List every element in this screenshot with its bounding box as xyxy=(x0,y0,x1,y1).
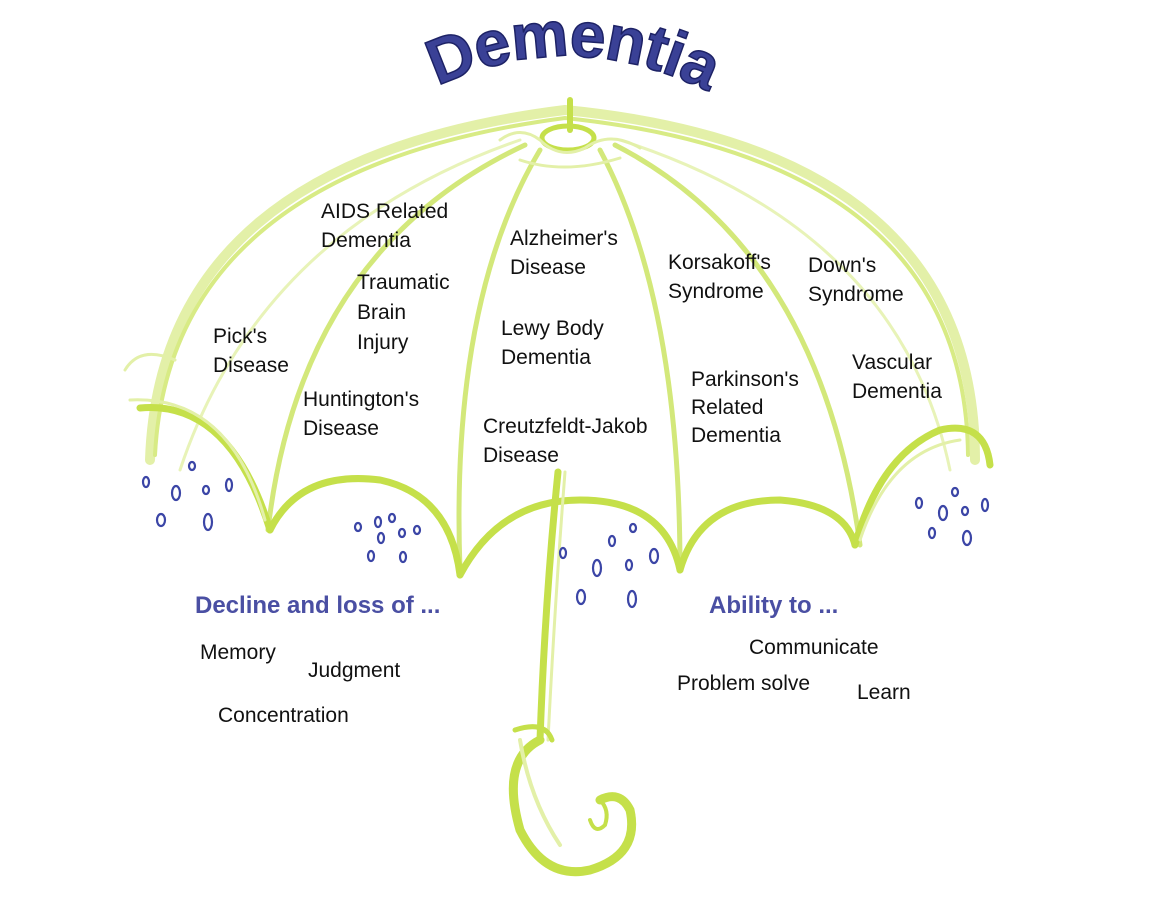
type-line: Traumatic xyxy=(357,271,450,294)
ability-item-communicate: Communicate xyxy=(749,636,879,659)
raindrop-icon xyxy=(950,486,960,498)
type-line: Disease xyxy=(510,256,586,279)
raindrop-icon xyxy=(155,512,167,528)
decline-item-memory: Memory xyxy=(200,641,276,664)
raindrop-icon xyxy=(575,588,587,606)
type-line: Parkinson's xyxy=(691,368,799,391)
raindrop-icon xyxy=(624,558,634,572)
type-traumatic-brain-injury: Traumatic Brain Injury xyxy=(357,268,450,358)
type-line: Dementia xyxy=(501,346,591,369)
raindrop-icon xyxy=(376,531,386,545)
umbrella-top-knot xyxy=(498,97,642,169)
raindrop-icon xyxy=(914,496,924,510)
raindrop-icon xyxy=(141,475,151,489)
raindrops xyxy=(141,460,990,609)
raindrop-icon xyxy=(366,549,376,563)
ability-item-learn: Learn xyxy=(857,681,911,704)
raindrop-icon xyxy=(937,504,949,522)
type-line: Disease xyxy=(213,354,289,377)
type-alzheimers-disease: Alzheimer's Disease xyxy=(510,224,618,282)
type-line: Syndrome xyxy=(808,283,904,306)
raindrop-icon xyxy=(373,515,383,529)
type-aids-related-dementia: AIDS Related Dementia xyxy=(321,197,448,255)
decline-heading: Decline and loss of ... xyxy=(195,592,441,619)
raindrop-icon xyxy=(961,529,973,547)
decline-item-concentration: Concentration xyxy=(218,704,349,727)
type-line: Pick's xyxy=(213,325,268,348)
ability-item-problem-solve: Problem solve xyxy=(677,672,811,695)
raindrop-icon xyxy=(648,547,660,565)
type-picks-disease: Pick's Disease xyxy=(213,322,289,380)
raindrop-icon xyxy=(201,484,211,496)
type-line: Korsakoff's xyxy=(668,251,771,274)
raindrop-icon xyxy=(980,497,990,513)
diagram-title: Dementia xyxy=(416,0,732,104)
canopy-inner-outline xyxy=(153,115,970,457)
type-korsakoffs-syndrome: Korsakoff's Syndrome xyxy=(668,248,771,306)
type-line: Creutzfeldt-Jakob xyxy=(483,415,648,438)
type-lewy-body-dementia: Lewy Body Dementia xyxy=(501,314,604,372)
raindrop-icon xyxy=(170,484,182,502)
raindrop-icon xyxy=(591,558,603,578)
type-downs-syndrome: Down's Syndrome xyxy=(808,251,904,309)
raindrop-icon xyxy=(960,505,970,517)
raindrop-icon xyxy=(187,460,197,472)
raindrop-icon xyxy=(628,522,638,534)
type-line: Brain xyxy=(357,301,407,324)
type-line: Syndrome xyxy=(668,280,764,303)
decline-item-judgment: Judgment xyxy=(308,659,401,682)
umbrella-handle xyxy=(508,468,637,877)
type-line: Vascular xyxy=(852,351,933,374)
raindrop-icon xyxy=(397,527,407,539)
umbrella-ribs xyxy=(265,142,863,573)
raindrop-icon xyxy=(558,546,568,560)
ability-heading: Ability to ... xyxy=(709,592,839,619)
raindrop-icon xyxy=(398,550,408,564)
raindrop-icon xyxy=(353,521,363,533)
type-creutzfeldt-jakob-disease: Creutzfeldt-Jakob Disease xyxy=(483,412,648,470)
type-line: Related xyxy=(691,396,764,419)
raindrop-icon xyxy=(412,524,422,536)
raindrop-icon xyxy=(387,512,397,524)
raindrop-icon xyxy=(607,534,617,548)
type-line: Disease xyxy=(303,417,379,440)
type-line: Huntington's xyxy=(303,388,420,411)
canopy-outline xyxy=(145,104,980,465)
type-line: Dementia xyxy=(691,424,781,447)
type-line: Disease xyxy=(483,444,559,467)
type-line: Lewy Body xyxy=(501,317,604,340)
type-line: Down's xyxy=(808,254,877,277)
raindrop-icon xyxy=(202,512,214,532)
type-line: Alzheimer's xyxy=(510,227,618,250)
type-line: AIDS Related xyxy=(321,200,449,223)
type-line: Dementia xyxy=(852,380,942,403)
type-parkinsons-related-dementia: Parkinson's Related Dementia xyxy=(691,366,799,450)
type-line: Dementia xyxy=(321,229,411,252)
type-line: Injury xyxy=(357,331,409,354)
raindrop-icon xyxy=(626,589,638,609)
type-huntingtons-disease: Huntington's Disease xyxy=(303,385,419,443)
raindrop-icon xyxy=(224,477,234,493)
type-vascular-dementia: Vascular Dementia xyxy=(852,348,942,406)
canopy-scallops xyxy=(136,404,994,579)
raindrop-icon xyxy=(927,526,937,540)
